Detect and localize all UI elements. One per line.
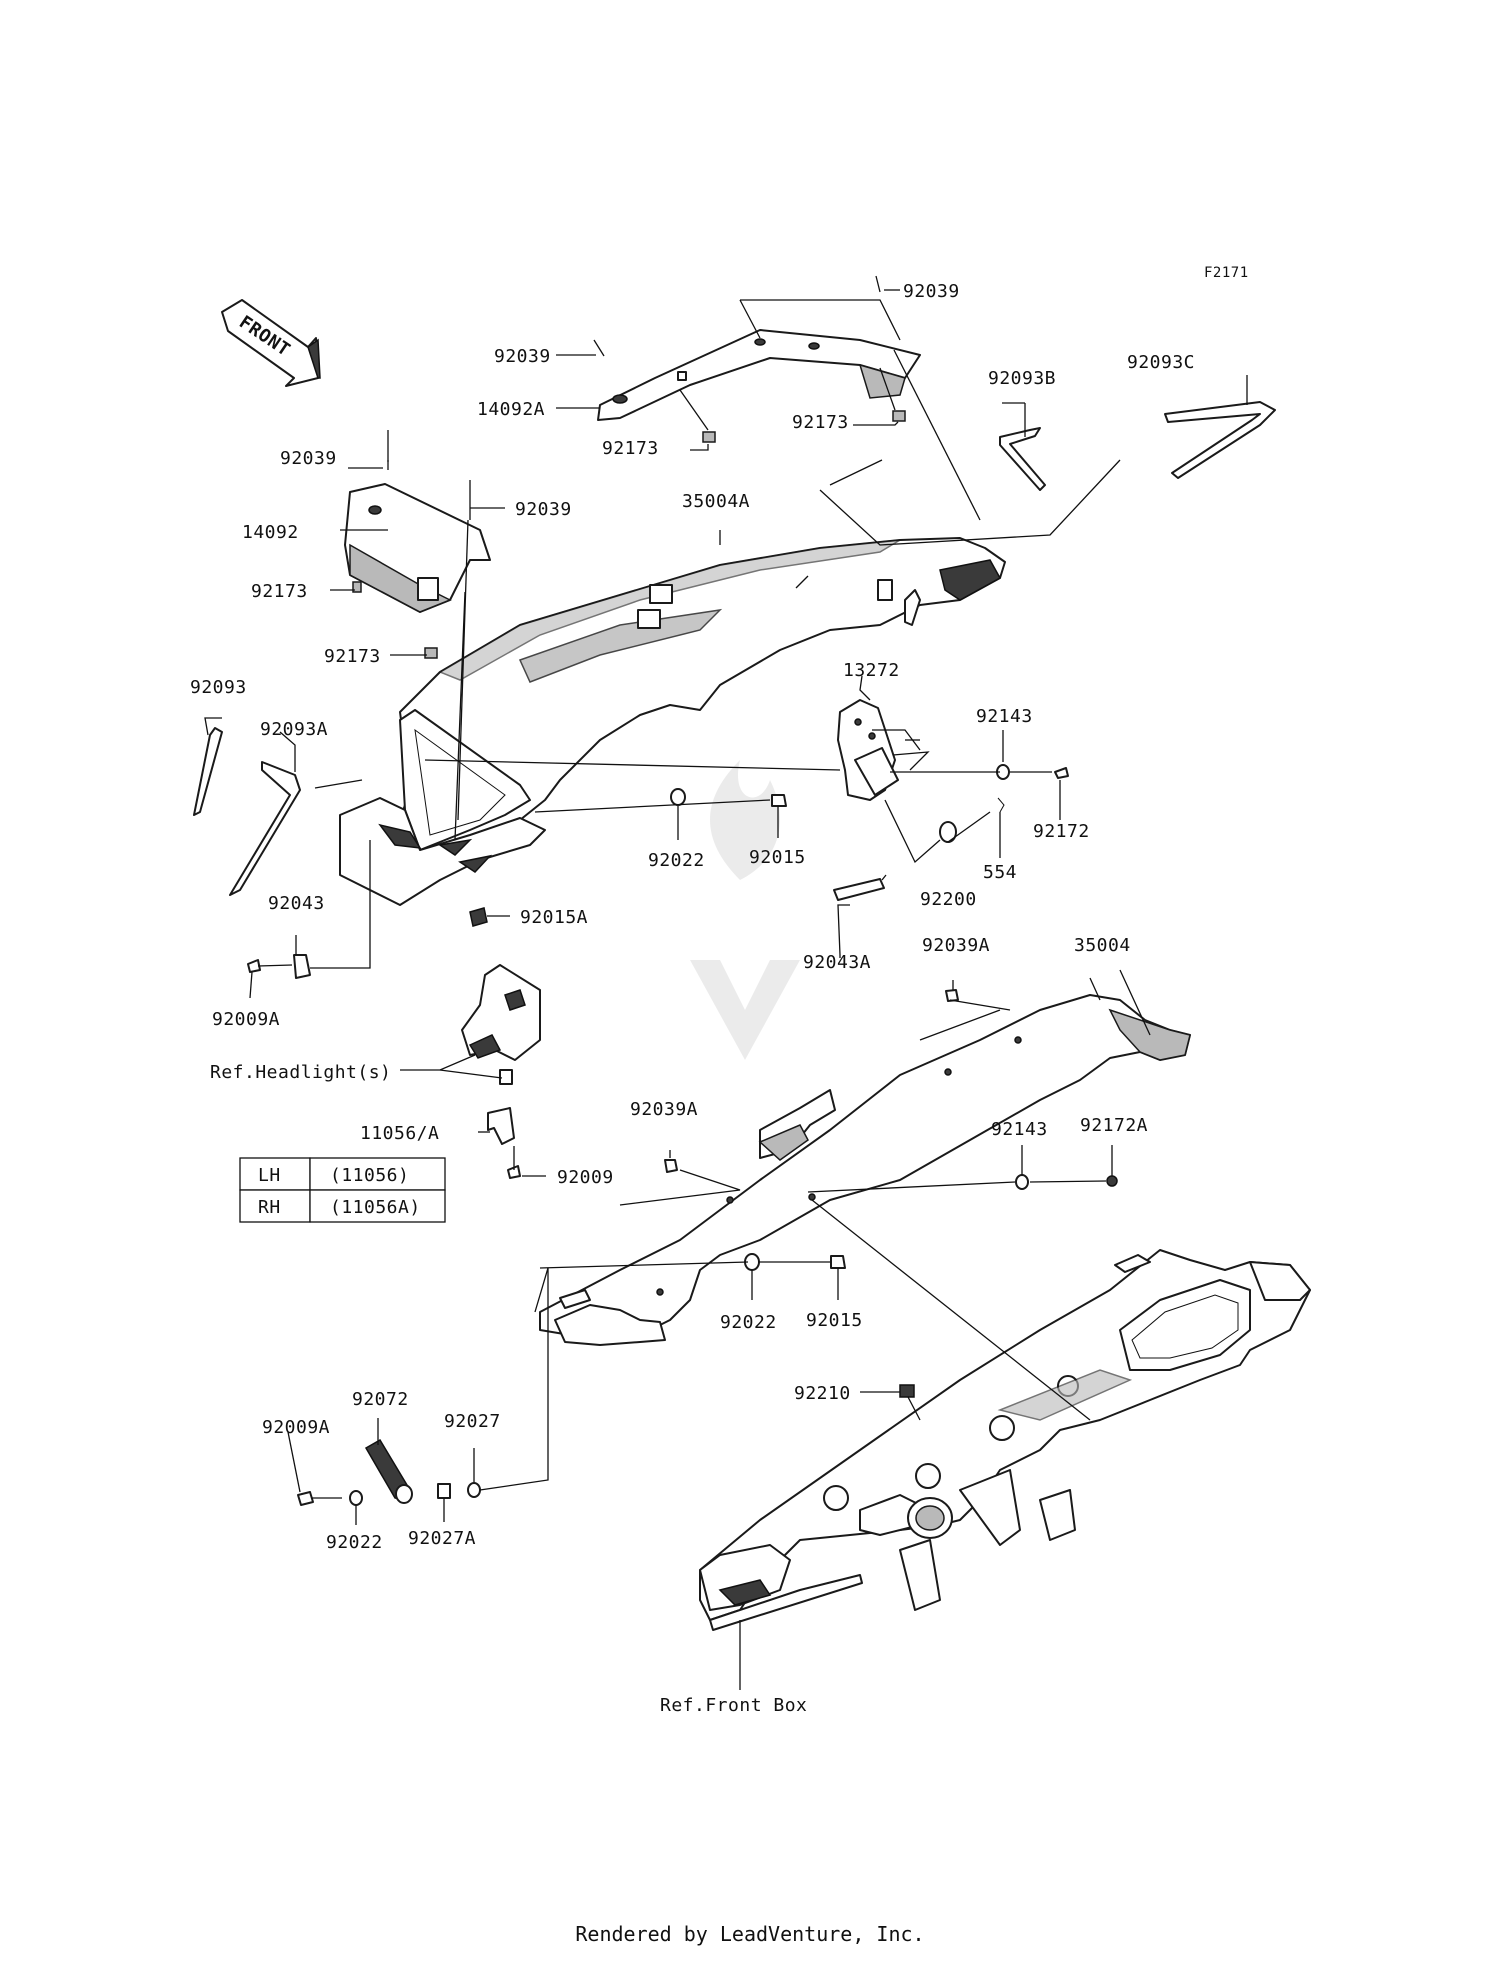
part-labels: 92039 92039 14092A 92173 92173 92093B 92… — [190, 281, 1195, 1716]
label-92022: 92022 — [326, 1532, 383, 1553]
seal-92093B — [999, 427, 1046, 491]
label-92009A: 92009A — [212, 1009, 280, 1030]
label-92015: 92015 — [806, 1310, 863, 1331]
label-92009A: 92009A — [262, 1417, 330, 1438]
label-ref-headlight: Ref.Headlight(s) — [210, 1062, 391, 1083]
bolt-92009A — [297, 1491, 314, 1506]
variant-table: LH (11056) RH (11056A) — [239, 1157, 446, 1223]
clip-icon — [352, 581, 362, 593]
label-92043: 92043 — [268, 893, 325, 914]
bolt-92043A — [833, 878, 885, 901]
label-ref-front-box: Ref.Front Box — [660, 1695, 807, 1716]
headlight-bracket — [461, 964, 541, 1085]
pin-icon — [875, 275, 881, 293]
footer-credit: Rendered by LeadVenture, Inc. — [575, 1922, 925, 1946]
label-92173: 92173 — [792, 412, 849, 433]
label-92009: 92009 — [557, 1167, 614, 1188]
table-cell-part: (11056) — [330, 1165, 409, 1186]
label-92039: 92039 — [494, 346, 551, 367]
label-92172A: 92172A — [1080, 1115, 1148, 1136]
label-11056A: 11056/A — [360, 1123, 439, 1144]
label-92093A: 92093A — [260, 719, 328, 740]
label-92039A: 92039A — [630, 1099, 698, 1120]
label-92015: 92015 — [749, 847, 806, 868]
label-92022: 92022 — [720, 1312, 777, 1333]
clip-92210 — [899, 1384, 915, 1398]
cotter-pin-554 — [997, 797, 1005, 813]
seal-92093A — [229, 761, 301, 896]
label-92093: 92093 — [190, 677, 247, 698]
trim-14092 — [344, 483, 491, 613]
clip-92039A — [664, 1159, 678, 1173]
washer-92143 — [1015, 1174, 1029, 1190]
label-13272: 13272 — [843, 660, 900, 681]
pin-icon — [593, 339, 605, 357]
diagram-id: F2171 — [1204, 265, 1249, 281]
nut-92015A — [469, 907, 488, 927]
table-cell-side: LH — [258, 1165, 281, 1186]
seal-92093 — [193, 727, 223, 816]
bolt-92009 — [507, 1165, 521, 1179]
grommet-92043 — [293, 954, 311, 979]
nut-92015 — [830, 1255, 846, 1269]
leader-lines — [204, 289, 1248, 1690]
label-14092A: 14092A — [477, 399, 545, 420]
clip-icon — [702, 431, 716, 443]
label-92039: 92039 — [515, 499, 572, 520]
clip-icon — [424, 647, 438, 659]
label-92039-top: 92039 — [903, 281, 960, 302]
bolt-92172 — [1054, 767, 1069, 779]
bracket-13272 — [837, 699, 899, 801]
watermark-logo — [690, 760, 800, 1060]
label-92172: 92172 — [1033, 821, 1090, 842]
label-92022: 92022 — [648, 850, 705, 871]
front-box-panel — [699, 1249, 1311, 1631]
label-92143: 92143 — [991, 1119, 1048, 1140]
washer-92027 — [467, 1482, 481, 1498]
label-92143: 92143 — [976, 706, 1033, 727]
label-35004: 35004 — [1074, 935, 1131, 956]
label-92015A: 92015A — [520, 907, 588, 928]
label-92173: 92173 — [602, 438, 659, 459]
bolt-92009A — [247, 959, 261, 973]
bracket-11056 — [487, 1107, 515, 1145]
washer-92022 — [349, 1490, 363, 1506]
table-cell-part: (11056A) — [330, 1197, 421, 1218]
seal-92093C — [1164, 401, 1276, 479]
nut-92015 — [771, 794, 787, 807]
label-14092: 14092 — [242, 522, 299, 543]
label-92210: 92210 — [794, 1383, 851, 1404]
clip-icon — [892, 410, 906, 422]
label-92173: 92173 — [324, 646, 381, 667]
bolt-92172A — [1106, 1175, 1118, 1187]
label-92039A: 92039A — [922, 935, 990, 956]
clip-92039A — [945, 989, 959, 1002]
label-92093B: 92093B — [988, 368, 1056, 389]
front-arrow-icon: FRONT — [221, 299, 321, 387]
label-92072: 92072 — [352, 1389, 409, 1410]
label-92200: 92200 — [920, 889, 977, 910]
washer-92022 — [670, 788, 686, 806]
trim-14092A — [597, 329, 921, 421]
label-554: 554 — [983, 862, 1017, 883]
table-cell-side: RH — [258, 1197, 281, 1218]
washer-92200 — [939, 821, 957, 843]
roof-35004A — [339, 537, 1006, 906]
label-92173: 92173 — [251, 581, 308, 602]
label-92027: 92027 — [444, 1411, 501, 1432]
label-92093C: 92093C — [1127, 352, 1195, 373]
label-92043A: 92043A — [803, 952, 871, 973]
dash-panel-35004 — [539, 994, 1191, 1346]
label-92039: 92039 — [280, 448, 337, 469]
collar-92027A — [437, 1483, 451, 1499]
label-92027A: 92027A — [408, 1528, 476, 1549]
label-35004A: 35004A — [682, 491, 750, 512]
